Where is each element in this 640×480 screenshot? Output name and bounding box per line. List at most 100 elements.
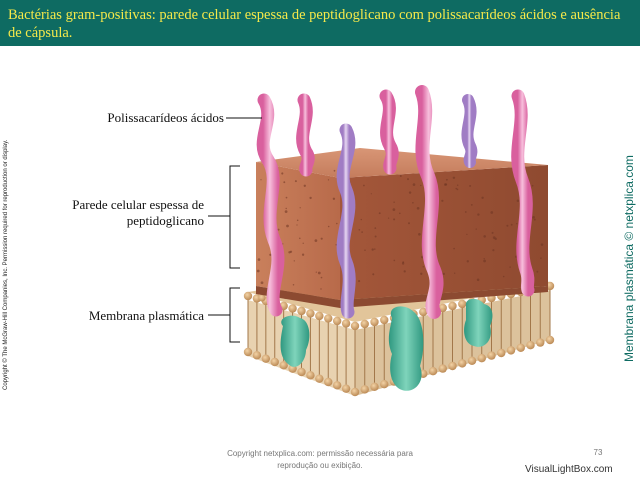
wall-speckle	[442, 272, 445, 276]
lipid-head	[315, 311, 324, 321]
wall-speckle	[540, 243, 544, 246]
wall-speckle	[320, 288, 322, 290]
wall-speckle	[492, 249, 495, 252]
wall-speckle	[531, 184, 534, 187]
lipid-head	[458, 299, 467, 309]
lipid-head	[526, 341, 535, 350]
wall-speckle	[475, 228, 477, 230]
wall-speckle	[374, 248, 376, 250]
wall-speckle	[256, 269, 260, 273]
wall-speckle	[399, 175, 402, 177]
wall-speckle	[364, 249, 366, 251]
wall-speckle	[393, 259, 396, 262]
leader-lines	[208, 117, 262, 343]
lipid-head	[341, 319, 351, 328]
wall-speckle	[481, 196, 484, 199]
wall-speckle	[412, 183, 416, 186]
lipid-head	[467, 356, 477, 365]
wall-speckle	[361, 231, 363, 233]
lipid-head	[306, 371, 315, 380]
wall-speckle	[314, 239, 318, 242]
wall-speckle	[494, 237, 497, 241]
lipid-head	[448, 301, 457, 311]
wall-speckle	[407, 178, 409, 181]
lipid-head	[315, 374, 324, 383]
wall-speckle	[422, 266, 424, 268]
wall-speckle	[466, 233, 468, 236]
wall-speckle	[416, 206, 420, 210]
wall-speckle	[302, 242, 304, 244]
wall-speckle	[283, 181, 286, 184]
wall-speckle	[510, 223, 513, 226]
wall-speckle	[420, 184, 422, 187]
wall-speckle	[281, 172, 284, 175]
wall-speckle	[370, 193, 372, 195]
wall-speckle	[299, 237, 301, 240]
lipid-head	[497, 348, 506, 358]
wall-speckle	[393, 218, 396, 221]
wall-speckle	[470, 204, 473, 206]
wall-speckle	[452, 176, 456, 180]
lipid-head	[324, 314, 333, 323]
lipid-head	[370, 317, 379, 327]
lipid-head	[297, 367, 306, 377]
lipid-head	[370, 382, 379, 391]
lipid-head	[360, 319, 369, 329]
wall-speckle	[360, 218, 362, 221]
wall-speckle	[286, 224, 289, 228]
wall-speckle	[412, 202, 414, 204]
wall-speckle	[293, 260, 295, 262]
wall-speckle	[303, 184, 306, 187]
wall-speckle	[327, 225, 330, 228]
wall-speckle	[358, 280, 361, 283]
wall-speckle	[477, 213, 480, 216]
membrane-bracket	[229, 287, 240, 343]
lipid-head	[243, 347, 253, 357]
wall-speckle	[296, 219, 299, 222]
wall-speckle	[332, 197, 336, 200]
wall-speckle	[317, 271, 321, 275]
wall-speckle	[483, 235, 486, 238]
lipid-head	[438, 364, 447, 373]
wall-speckle	[372, 273, 375, 276]
wall-speckle	[401, 262, 405, 265]
lipid-head	[419, 307, 428, 317]
lipid-head	[252, 351, 262, 360]
watermark-link[interactable]: VisualLightBox.com	[525, 464, 613, 475]
wall-speckle	[374, 227, 377, 229]
label-cell-wall: Parede celular espessa de peptidoglicano	[72, 197, 204, 228]
wall-speckle	[469, 184, 472, 187]
wall-speckle	[374, 235, 377, 238]
wall-speckle	[491, 231, 494, 234]
lipid-head	[341, 384, 351, 393]
wall-speckle	[292, 283, 295, 286]
wall-speckle	[418, 232, 421, 236]
wall-speckle	[445, 183, 448, 186]
wall-speckle	[490, 211, 494, 214]
wall-speckle	[260, 281, 264, 285]
wall-speckle	[257, 258, 261, 261]
wall-speckle	[420, 272, 423, 275]
lipid-head	[536, 338, 545, 347]
lipid-head	[360, 385, 369, 394]
wall-speckle	[399, 212, 401, 215]
wall-speckle	[301, 253, 305, 256]
wall-speckle	[393, 201, 395, 203]
wall-speckle	[333, 169, 336, 172]
lipid-head	[332, 381, 342, 390]
lipid-head	[545, 335, 555, 345]
wall-speckle	[327, 179, 330, 181]
lipid-head	[477, 354, 486, 363]
wall-speckle	[454, 272, 456, 274]
wall-speckle	[320, 237, 323, 240]
wall-speckle	[408, 222, 410, 225]
wall-speckle	[456, 188, 459, 191]
wall-speckle	[403, 270, 406, 273]
wall-speckle	[288, 251, 291, 254]
footer-copyright: Copyright netxplica.com: permissão neces…	[227, 449, 413, 470]
wall-speckle	[387, 217, 390, 219]
wall-speckle	[363, 184, 365, 187]
lipid-head	[306, 309, 315, 318]
lipid-head	[324, 377, 333, 387]
